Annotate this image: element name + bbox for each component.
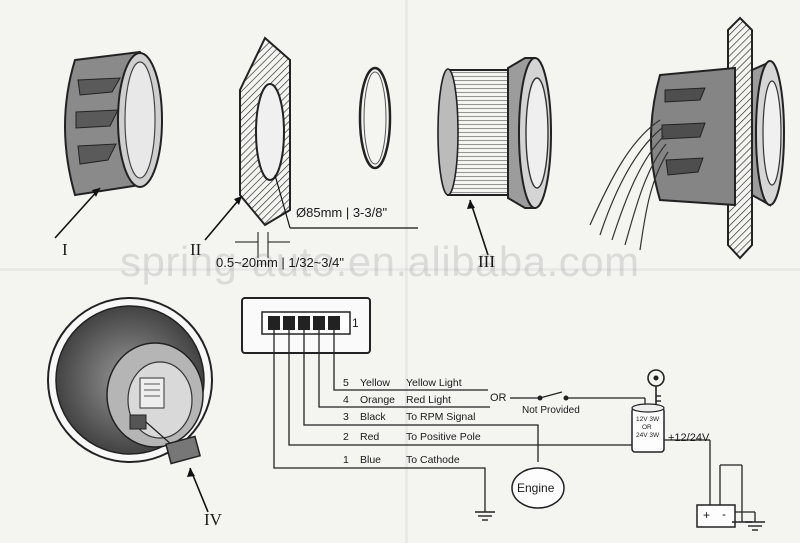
o-ring-gasket [358, 66, 392, 170]
switch-contact-right [563, 395, 569, 401]
wire-pin-number: 5 [343, 377, 349, 389]
part-label-1: I [62, 240, 68, 259]
wire-pin-number: 1 [343, 454, 349, 466]
ground-symbol-battery [745, 521, 765, 531]
fuse-line-1: 12V 3W [636, 416, 660, 423]
hole-diameter-label: Ø85mm | 3-3/8" [296, 205, 388, 220]
watermark-text: spring-auto.en.alibaba.com [120, 238, 640, 285]
wire-function: To RPM Signal [406, 411, 476, 423]
ignition-switch-body [631, 403, 665, 453]
connector-block [241, 297, 371, 354]
part-label-2: II [190, 240, 202, 259]
wire-color: Red [360, 431, 380, 443]
wire-function: Red Light [406, 394, 451, 406]
switch-contact-left [537, 395, 543, 401]
part-label-3: III [478, 252, 495, 271]
paper-fold-horizontal [0, 268, 800, 271]
wire-function: To Cathode [406, 454, 460, 466]
connector-pin-1-marker: 1 [352, 316, 359, 330]
wire-color: Yellow [360, 377, 390, 389]
part-1-bezel [54, 50, 163, 239]
wire-pin-number: 4 [343, 394, 349, 406]
wire-function: Yellow Light [406, 377, 462, 389]
part-4-gauge-rear-view [47, 297, 213, 513]
panel-thickness-label: 0.5~20mm | 1/32~3/4" [216, 255, 344, 270]
wire-pin-number: 2 [343, 431, 349, 443]
battery-icon [696, 504, 736, 528]
not-provided-label: Not Provided [522, 405, 580, 416]
battery-minus-label: - [722, 507, 726, 521]
ignition-key-icon [647, 369, 665, 405]
part-label-4: IV [204, 510, 222, 529]
assembled-gauge [589, 16, 785, 260]
wire-color: Black [360, 411, 386, 423]
battery-plus-label: + [703, 508, 711, 522]
paper-fold-vertical [405, 0, 408, 543]
wiring-lines [273, 330, 756, 522]
wire-color: Blue [360, 454, 382, 466]
fuse-line-2: OR [642, 424, 652, 431]
part-3-threaded-housing [437, 57, 552, 256]
engine-label: Engine [517, 481, 555, 495]
supply-voltage-label: +12/24V [668, 432, 710, 444]
engine-symbol [511, 467, 565, 509]
or-label: OR [490, 392, 507, 404]
wire-color: Orange [360, 394, 396, 406]
ground-symbol-cathode [475, 511, 495, 521]
wire-function: To Positive Pole [406, 431, 481, 443]
fuse-line-3: 24V 3W [636, 432, 660, 439]
wire-pin-number: 3 [343, 411, 349, 423]
part-2-mounting-flange [204, 36, 418, 258]
